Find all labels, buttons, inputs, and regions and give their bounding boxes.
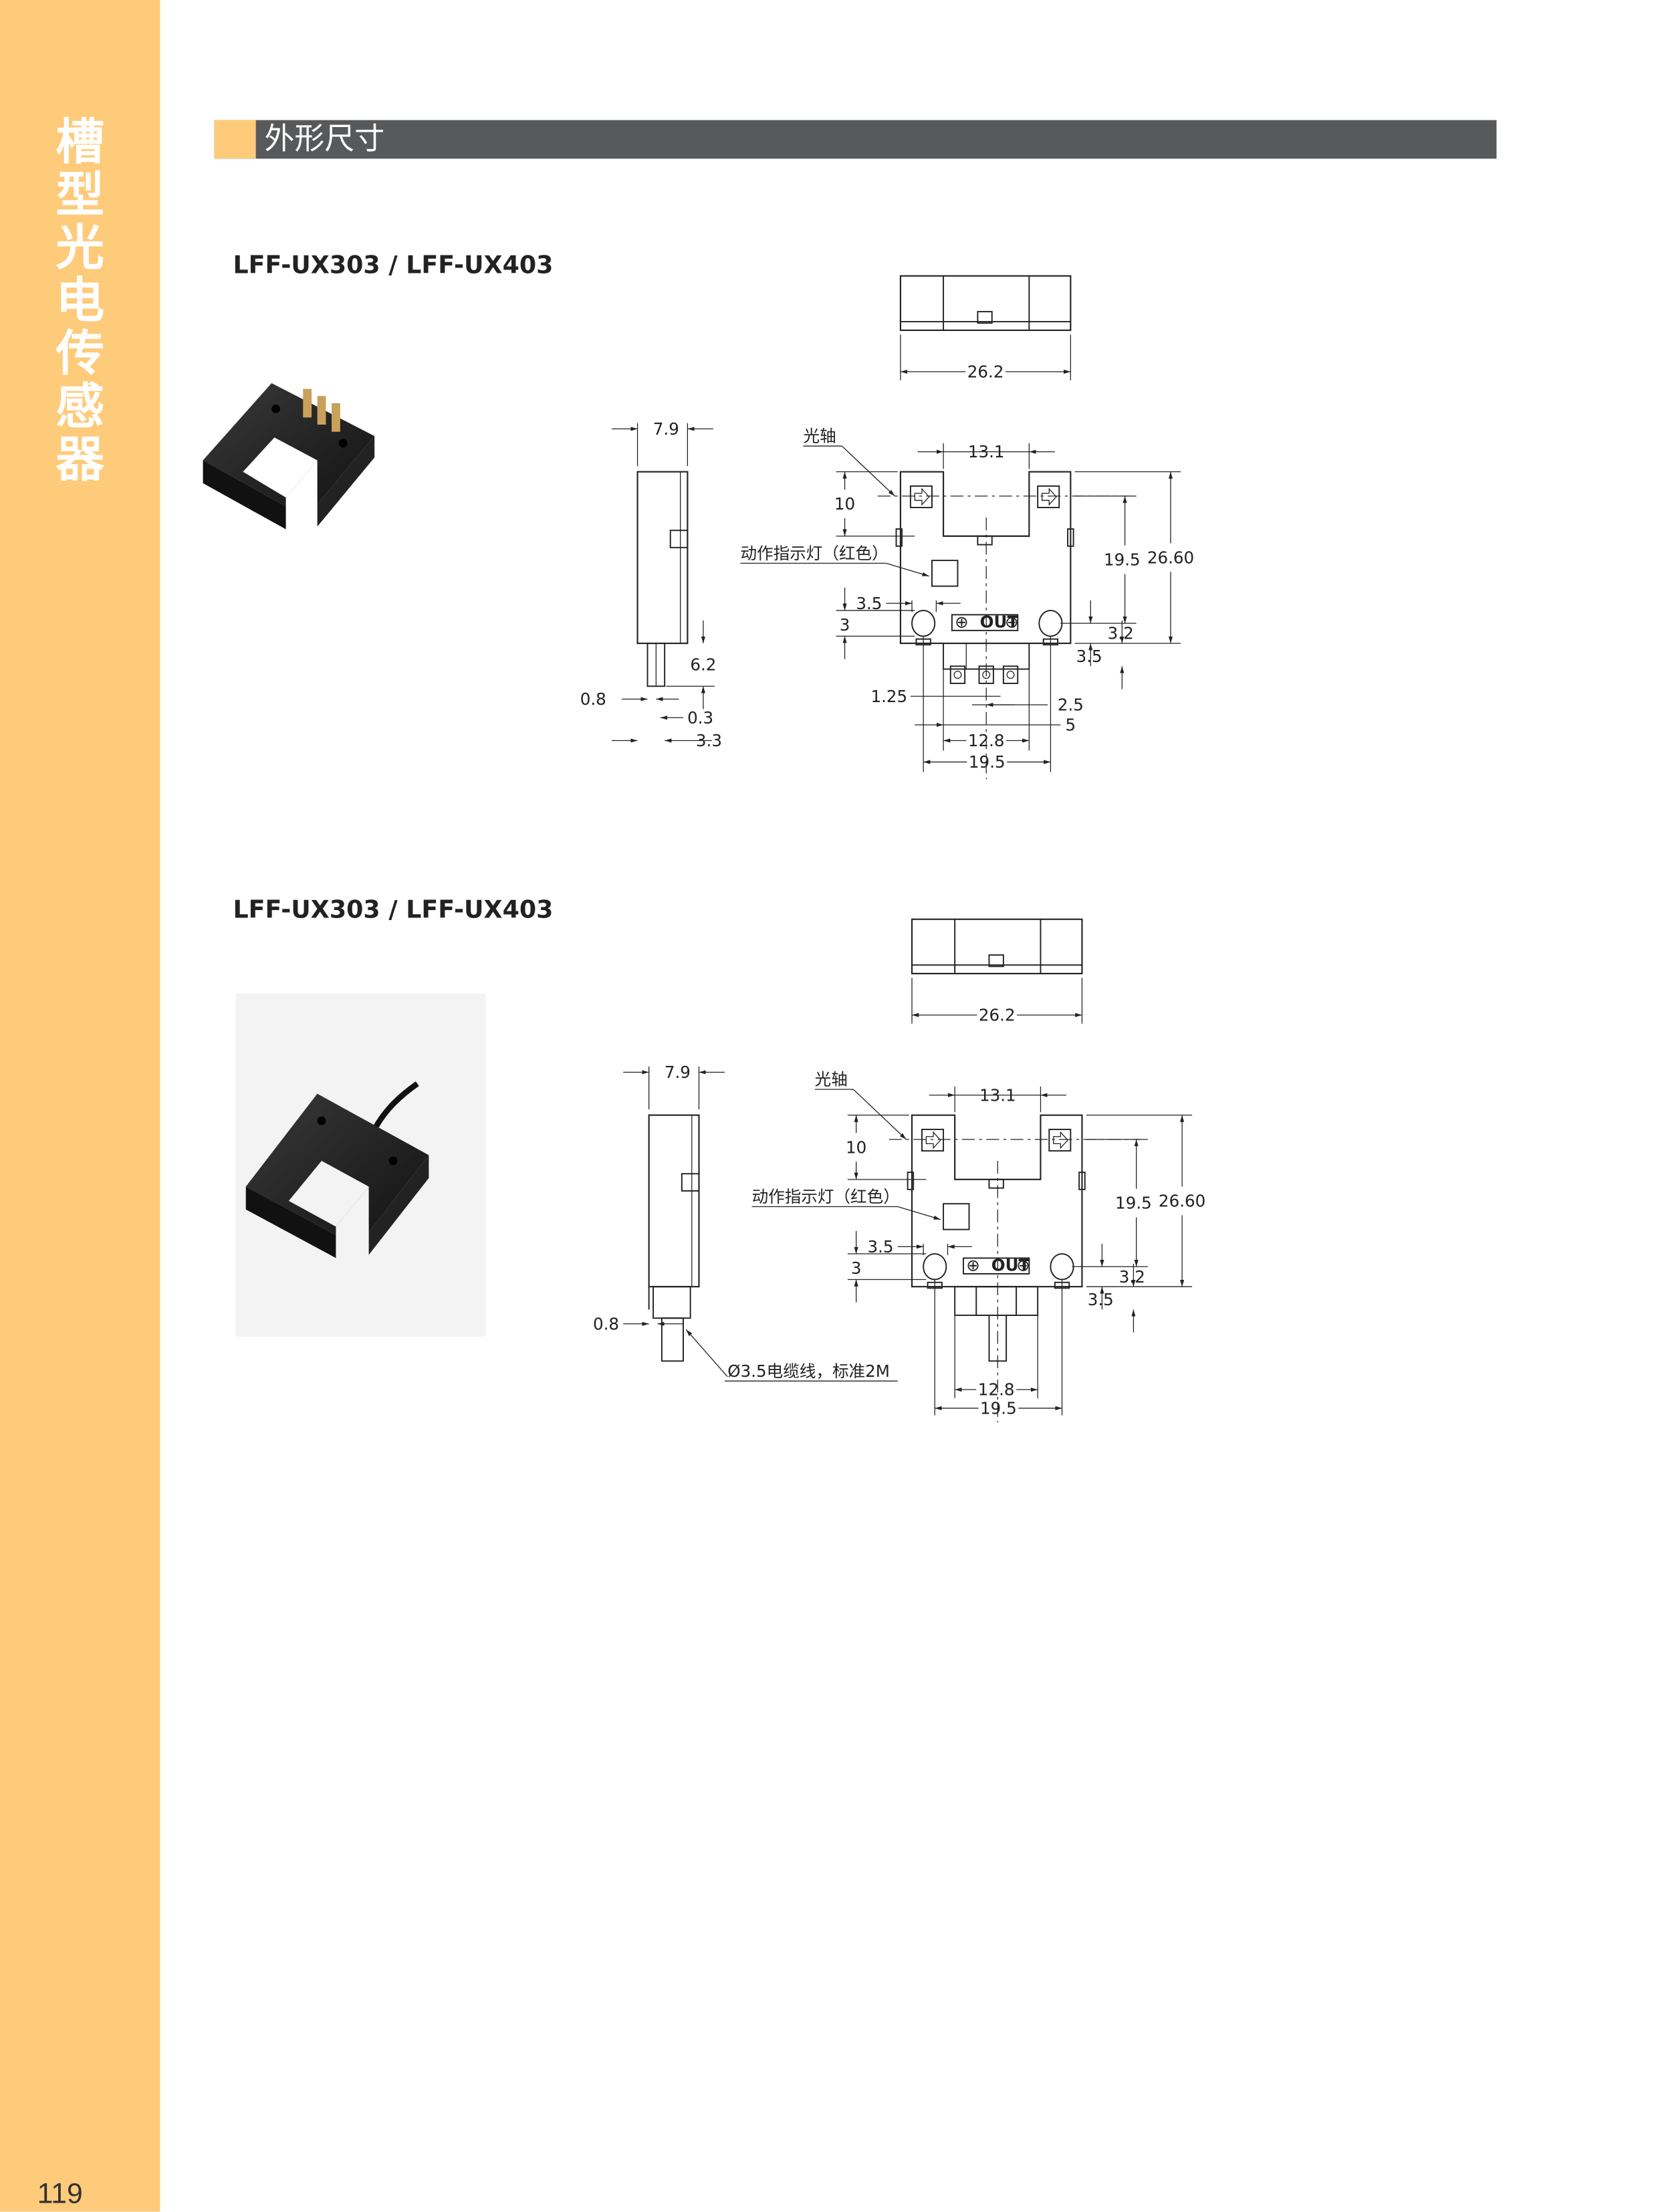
side-cable bbox=[661, 1317, 684, 1362]
product-photo-cable-type bbox=[235, 993, 486, 1337]
dim-mount-offset: 3.5 bbox=[1088, 1290, 1114, 1309]
dim-pin-span: 5 bbox=[1066, 715, 1076, 735]
outline bbox=[669, 530, 689, 548]
minus-icon: ⊖ bbox=[1005, 613, 1019, 632]
dim-axis-to-hole: 19.5 bbox=[1115, 1194, 1152, 1213]
pin-hole bbox=[1006, 671, 1015, 679]
outline bbox=[978, 665, 994, 684]
outline bbox=[1037, 485, 1060, 508]
dimension-arrow bbox=[897, 1206, 941, 1220]
outline bbox=[988, 954, 1004, 968]
dim-mount-offset: 3.5 bbox=[1076, 647, 1102, 666]
plus-icon: ⊕ bbox=[966, 1256, 980, 1275]
outline bbox=[636, 471, 689, 645]
outline bbox=[653, 1286, 691, 1319]
indicator-led bbox=[943, 1203, 970, 1230]
plus-icon: ⊕ bbox=[955, 613, 969, 632]
dim-side-pin-length: 6.2 bbox=[690, 655, 716, 675]
dim-hole-height: 3 bbox=[851, 1258, 862, 1278]
outline bbox=[681, 1173, 700, 1192]
dim-side-pin-thick: 0.3 bbox=[687, 708, 713, 728]
product-model-title-2: LFF-UX303 / LFF-UX403 bbox=[233, 896, 554, 925]
outline bbox=[977, 311, 993, 324]
dim-axis-height: 10 bbox=[834, 494, 855, 514]
arrow-window-icon bbox=[914, 487, 930, 506]
outline bbox=[951, 614, 1019, 631]
outline bbox=[977, 535, 993, 546]
dim-axis-to-hole: 19.5 bbox=[1104, 550, 1141, 570]
dimension-arrow bbox=[852, 1089, 907, 1140]
dim-base-width: 12.8 bbox=[978, 1380, 1015, 1400]
dim-hole-width: 3.5 bbox=[856, 594, 882, 613]
dimension-arrow bbox=[685, 1329, 728, 1377]
dim-total-height: 26.60 bbox=[1147, 548, 1194, 567]
outline bbox=[1067, 528, 1074, 547]
outline bbox=[963, 1257, 1030, 1275]
indicator-label: 动作指示灯（红色） bbox=[740, 544, 888, 563]
outline bbox=[1048, 1129, 1072, 1152]
cable-label: Ø3.5电缆线，标准2M bbox=[727, 1361, 890, 1381]
dim-top-width: 26.2 bbox=[979, 1006, 1016, 1025]
dimension-arrow bbox=[886, 562, 929, 577]
dim-total-height: 26.60 bbox=[1159, 1191, 1205, 1210]
dimension-arrow bbox=[841, 445, 895, 497]
dim-side-pin-pos: 3.3 bbox=[696, 731, 722, 750]
dim-hole-height: 3 bbox=[840, 615, 850, 635]
dim-side-step: 0.8 bbox=[593, 1314, 619, 1333]
outline bbox=[909, 485, 933, 508]
dim-pin-pitch: 2.5 bbox=[1058, 695, 1084, 715]
outline bbox=[1002, 665, 1019, 684]
sidebar: 槽型光电传感器 119 bbox=[0, 0, 160, 2212]
dim-hole-to-bottom: 3.2 bbox=[1119, 1267, 1145, 1287]
outline bbox=[1078, 1172, 1086, 1190]
outline bbox=[988, 1178, 1004, 1189]
indicator-led bbox=[931, 560, 959, 587]
section-header: 外形尺寸 bbox=[214, 120, 1497, 159]
dim-slot-width: 13.1 bbox=[979, 1085, 1016, 1105]
sidebar-title: 槽型光电传感器 bbox=[55, 114, 105, 489]
dim-hole-pitch: 19.5 bbox=[980, 1398, 1017, 1418]
outline bbox=[949, 665, 966, 684]
outline bbox=[921, 1129, 945, 1152]
dim-side-depth: 7.9 bbox=[653, 419, 679, 439]
optical-axis-label: 光轴 bbox=[804, 427, 836, 446]
arrow-window-icon bbox=[1041, 487, 1057, 506]
out-label: OUT bbox=[991, 1256, 1030, 1275]
product-photo-pcb-type bbox=[203, 382, 375, 565]
indicator-label: 动作指示灯（红色） bbox=[752, 1187, 900, 1206]
arrow-window-icon bbox=[925, 1131, 941, 1149]
dim-side-depth: 7.9 bbox=[665, 1063, 691, 1082]
dim-top-width: 26.2 bbox=[967, 362, 1004, 381]
outline bbox=[907, 1172, 915, 1190]
optical-axis-label: 光轴 bbox=[815, 1070, 848, 1089]
minus-icon: ⊖ bbox=[1016, 1256, 1030, 1275]
out-label: OUT bbox=[980, 613, 1019, 632]
product-model-title-1: LFF-UX303 / LFF-UX403 bbox=[233, 251, 554, 281]
section-header-accent bbox=[214, 120, 256, 159]
outline bbox=[943, 643, 1030, 670]
pin-hole bbox=[953, 671, 962, 679]
pin-hole bbox=[982, 671, 991, 679]
dim-side-step: 0.8 bbox=[580, 689, 606, 709]
dim-axis-height: 10 bbox=[846, 1137, 866, 1157]
page-number: 119 bbox=[37, 2179, 83, 2211]
arrow-window-icon bbox=[1053, 1131, 1068, 1149]
outline bbox=[954, 1286, 1039, 1316]
dim-pin-offset: 1.25 bbox=[870, 687, 907, 706]
dim-hole-pitch: 19.5 bbox=[969, 752, 1005, 772]
dim-hole-to-bottom: 3.2 bbox=[1108, 624, 1134, 643]
outline bbox=[975, 1286, 1018, 1316]
dim-slot-width: 13.1 bbox=[968, 442, 1005, 461]
outline bbox=[895, 528, 903, 547]
dim-base-width: 12.8 bbox=[968, 731, 1005, 750]
dim-hole-width: 3.5 bbox=[867, 1237, 893, 1256]
cable bbox=[988, 1314, 1008, 1362]
section-title: 外形尺寸 bbox=[264, 121, 385, 156]
